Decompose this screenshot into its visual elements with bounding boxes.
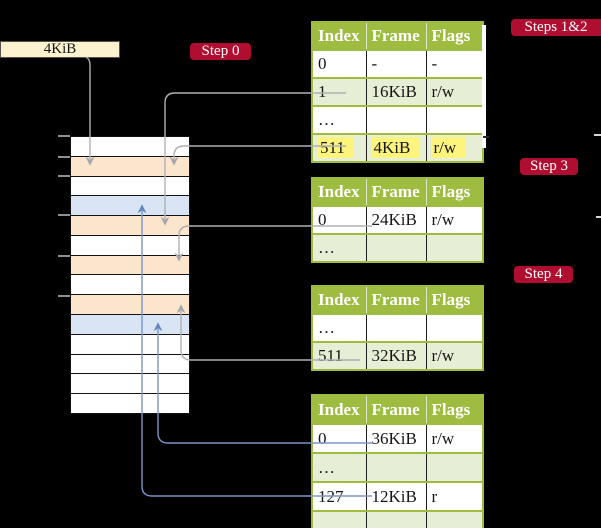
steps-1-2-label: Steps 1&2 [511, 19, 601, 36]
table-cell: 511 [312, 341, 367, 370]
edge-artifact-dash-1 [483, 136, 489, 138]
highlighted-value: 4KiB [371, 137, 420, 158]
table-cell: … [312, 452, 367, 482]
memory-tick [58, 295, 70, 297]
table-cell [366, 313, 427, 342]
memory-frame-row-orange [71, 294, 189, 315]
table-cell: 0 [312, 49, 367, 78]
table-row: … [312, 233, 483, 262]
memory-frame-row-white [71, 373, 189, 394]
table-cell [426, 452, 483, 482]
table-cell: 16KiB [366, 77, 427, 106]
table-cell [426, 313, 483, 342]
memory-tick [58, 214, 70, 216]
table-cell: 36KiB [366, 423, 427, 453]
column-header-flags: Flags [426, 395, 483, 424]
table-cell: … [312, 510, 367, 528]
table-cell: r [426, 481, 483, 511]
memory-tick [58, 255, 70, 257]
table-cell: 24KiB [366, 205, 427, 234]
column-header-index: Index [312, 178, 367, 206]
table-cell: r/w [426, 77, 483, 106]
memory-frame-row-white [71, 393, 189, 413]
table-row: … [312, 313, 483, 342]
table-cell [426, 233, 483, 262]
table-cell: - [366, 49, 427, 78]
memory-tick [58, 156, 70, 158]
memory-frame-row-white [71, 274, 189, 295]
highlighted-value: r/w [431, 137, 466, 158]
table-cell: … [312, 233, 367, 262]
table-row: 511 4KiB r/w [312, 133, 483, 162]
column-header-index: Index [312, 395, 367, 424]
memory-tick [58, 175, 70, 177]
table-cell [426, 105, 483, 134]
memory-frame-row-white [71, 333, 189, 354]
table-row: … [312, 452, 483, 482]
memory-frame-row-orange [71, 254, 189, 275]
table-cell: r/w [426, 341, 483, 370]
column-header-index: Index [312, 286, 367, 314]
memory-tick [58, 135, 70, 137]
memory-frame-row-white [71, 137, 189, 156]
table-cell: r/w [426, 133, 483, 162]
table-cell: 32KiB [366, 341, 427, 370]
table-cell [366, 452, 427, 482]
column-header-frame: Frame [366, 22, 427, 50]
physical-memory-column [70, 136, 190, 414]
edge-artifact-dash-3 [596, 216, 601, 218]
table-row: … [312, 510, 483, 528]
highlighted-value: 511 [318, 137, 354, 158]
column-header-index: Index [312, 22, 367, 50]
frame-size-label: 4KiB [43, 41, 77, 57]
table-cell: 511 [312, 133, 367, 162]
table-cell: 1 [312, 77, 367, 106]
table-cell [366, 233, 427, 262]
memory-frame-row-blue [71, 195, 189, 216]
memory-frame-row-blue [71, 314, 189, 334]
memory-frame-row-white [71, 234, 189, 255]
memory-frame-row-white [71, 353, 189, 374]
table-cell: r/w [426, 205, 483, 234]
step-3-label: Step 3 [520, 158, 578, 175]
column-header-frame: Frame [366, 178, 427, 206]
memory-frame-row-orange [71, 155, 189, 176]
table-row: 0-- [312, 49, 483, 78]
table-cell: 12KiB [366, 481, 427, 511]
column-header-frame: Frame [366, 286, 427, 314]
table-row: … [312, 105, 483, 134]
memory-frame-row-orange [71, 215, 189, 235]
table-cell: 127 [312, 481, 367, 511]
table-cell: r/w [426, 423, 483, 453]
table-cell: … [312, 105, 367, 134]
table-cell [426, 510, 483, 528]
column-header-flags: Flags [426, 22, 483, 50]
step-0-label: Step 0 [190, 43, 251, 60]
memory-frame-row-white [71, 175, 189, 196]
table-cell: 0 [312, 205, 367, 234]
table-cell: … [312, 313, 367, 342]
table-cell: 4KiB [366, 133, 427, 162]
edge-artifact-white-strip [482, 25, 486, 148]
column-header-flags: Flags [426, 178, 483, 206]
column-header-frame: Frame [366, 395, 427, 424]
table-cell [366, 510, 427, 528]
step-4-label: Step 4 [514, 266, 573, 283]
table-cell [366, 105, 427, 134]
frame-size-box: 4KiB [0, 41, 120, 58]
table-cell: 0 [312, 423, 367, 453]
table-cell: - [426, 49, 483, 78]
column-header-flags: Flags [426, 286, 483, 314]
edge-artifact-dash-2 [594, 134, 601, 136]
